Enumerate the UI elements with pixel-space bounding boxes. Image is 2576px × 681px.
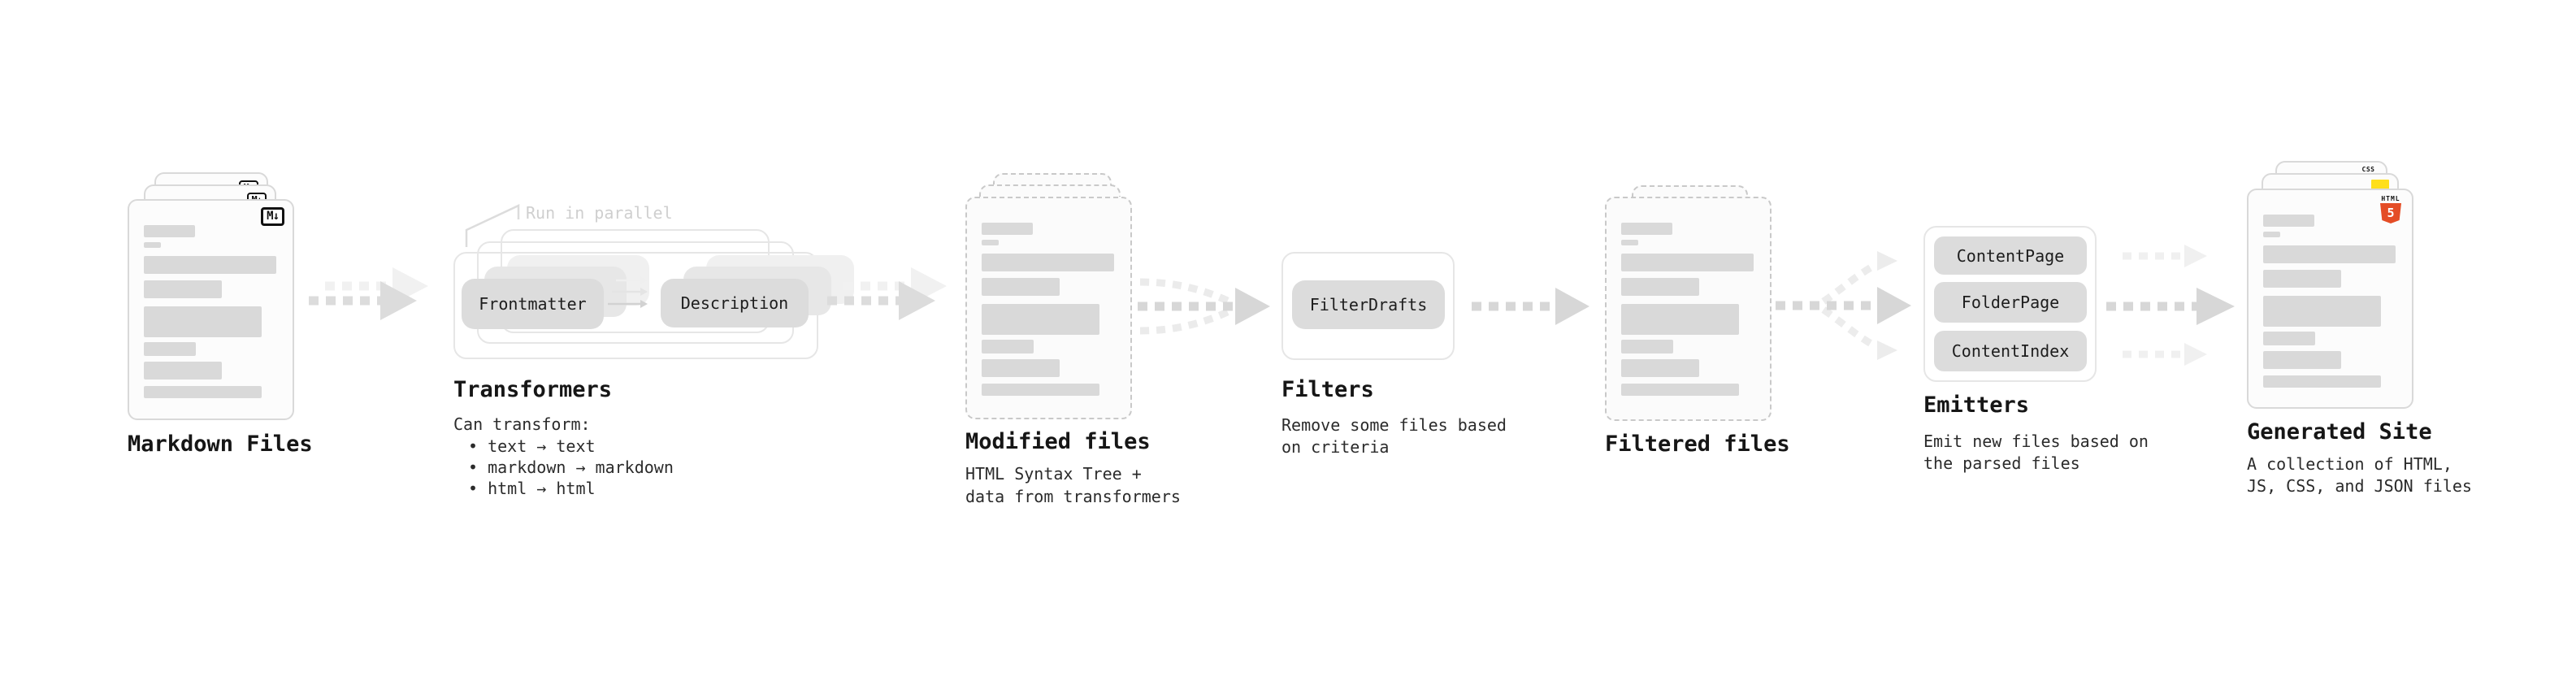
- placeholder-bar: [144, 342, 196, 356]
- modified-files-desc: data from transformers: [965, 487, 1181, 506]
- filter-filterdrafts: FilterDrafts: [1292, 280, 1445, 329]
- placeholder-bar: [2263, 351, 2341, 369]
- transformers-bullet: • markdown → markdown: [468, 458, 674, 477]
- placeholder-bar: [2263, 375, 2381, 388]
- emitter-contentpage: ContentPage: [1934, 236, 2087, 275]
- placeholder-bar: [982, 384, 1099, 396]
- arrow-transformers-to-modified: [827, 267, 947, 320]
- placeholder-bar: [144, 280, 222, 298]
- placeholder-bar: [2263, 232, 2280, 237]
- html5-icon-number: 5: [2387, 206, 2395, 220]
- arrow-markdown-to-transformers: [309, 267, 428, 320]
- placeholder-bar: [1621, 278, 1699, 296]
- generated-html-file-card: HTML 5: [2247, 189, 2413, 409]
- css-icon-label: CSS: [2361, 166, 2375, 173]
- placeholder-bar: [144, 225, 195, 237]
- transformer-description: Description: [661, 279, 809, 327]
- run-in-parallel-note: Run in parallel: [526, 203, 673, 223]
- modified-files-desc: HTML Syntax Tree +: [965, 464, 1142, 484]
- stage-label-filtered-files: Filtered files: [1605, 432, 1790, 457]
- placeholder-bar: [144, 362, 222, 380]
- arrow-modified-to-filters-merge: [1138, 278, 1270, 335]
- html5-icon: HTML 5: [2379, 195, 2402, 223]
- arrow-emitter-contentindex-out: [2123, 343, 2207, 366]
- arrow-emitter-contentpage-out: [2123, 245, 2207, 267]
- arrow-filtered-to-emitters-split: [1776, 251, 1911, 360]
- placeholder-bar: [1621, 240, 1638, 245]
- stage-label-generated-site: Generated Site: [2247, 419, 2432, 445]
- generated-site-desc: A collection of HTML,: [2247, 454, 2452, 474]
- stage-label-transformers: Transformers: [453, 377, 613, 402]
- emitter-folderpage: FolderPage: [1934, 282, 2087, 323]
- run-in-parallel-callout-line: [465, 204, 520, 247]
- markdown-file-card-front: M↓: [128, 199, 294, 420]
- filters-desc: Remove some files based: [1281, 415, 1507, 435]
- placeholder-bar: [144, 386, 262, 398]
- parallel-flow-arrows-icon: [608, 276, 648, 308]
- js-icon: [2371, 180, 2389, 189]
- emitter-contentindex: ContentIndex: [1934, 331, 2087, 371]
- arrow-emitter-folderpage-out: [2106, 288, 2235, 325]
- filters-desc: on criteria: [1281, 437, 1390, 457]
- generated-site-desc: JS, CSS, and JSON files: [2247, 476, 2472, 496]
- placeholder-bar: [2263, 332, 2315, 345]
- html5-icon-shield: 5: [2380, 203, 2401, 223]
- html5-icon-label: HTML: [2381, 195, 2400, 202]
- placeholder-bar: [2263, 215, 2314, 227]
- placeholder-bar: [982, 359, 1060, 377]
- stage-label-filters: Filters: [1281, 377, 1374, 402]
- emitters-desc: Emit new files based on: [1923, 432, 2149, 451]
- placeholder-bar: [1621, 304, 1739, 335]
- modified-file-card-front: [965, 197, 1132, 419]
- emitters-desc: the parsed files: [1923, 453, 2080, 473]
- placeholder-bar: [982, 340, 1034, 354]
- placeholder-bar: [2263, 270, 2341, 288]
- placeholder-bar: [982, 254, 1114, 271]
- placeholder-bar: [2263, 245, 2396, 263]
- arrow-filters-to-filtered: [1472, 288, 1589, 325]
- transformers-bullet: • text → text: [468, 436, 596, 456]
- placeholder-bar: [982, 278, 1060, 296]
- placeholder-bar: [1621, 254, 1754, 271]
- placeholder-bar: [144, 306, 262, 337]
- placeholder-bar: [2263, 296, 2381, 327]
- transformer-frontmatter: Frontmatter: [462, 279, 604, 329]
- placeholder-bar: [144, 256, 276, 274]
- placeholder-bar: [982, 240, 999, 245]
- placeholder-bar: [982, 304, 1099, 335]
- stage-label-modified-files: Modified files: [965, 429, 1151, 454]
- placeholder-bar: [1621, 359, 1699, 377]
- placeholder-bar: [982, 223, 1033, 235]
- stage-label-emitters: Emitters: [1923, 393, 2030, 418]
- placeholder-bar: [144, 242, 161, 248]
- filtered-file-card-front: [1605, 197, 1772, 421]
- stage-label-markdown-files: Markdown Files: [128, 432, 313, 457]
- transformers-bullet: • html → html: [468, 479, 596, 498]
- markdown-icon: M↓: [261, 207, 284, 226]
- transformers-desc-title: Can transform:: [453, 414, 591, 434]
- placeholder-bar: [1621, 384, 1739, 396]
- placeholder-bar: [1621, 340, 1673, 354]
- placeholder-bar: [1621, 223, 1672, 235]
